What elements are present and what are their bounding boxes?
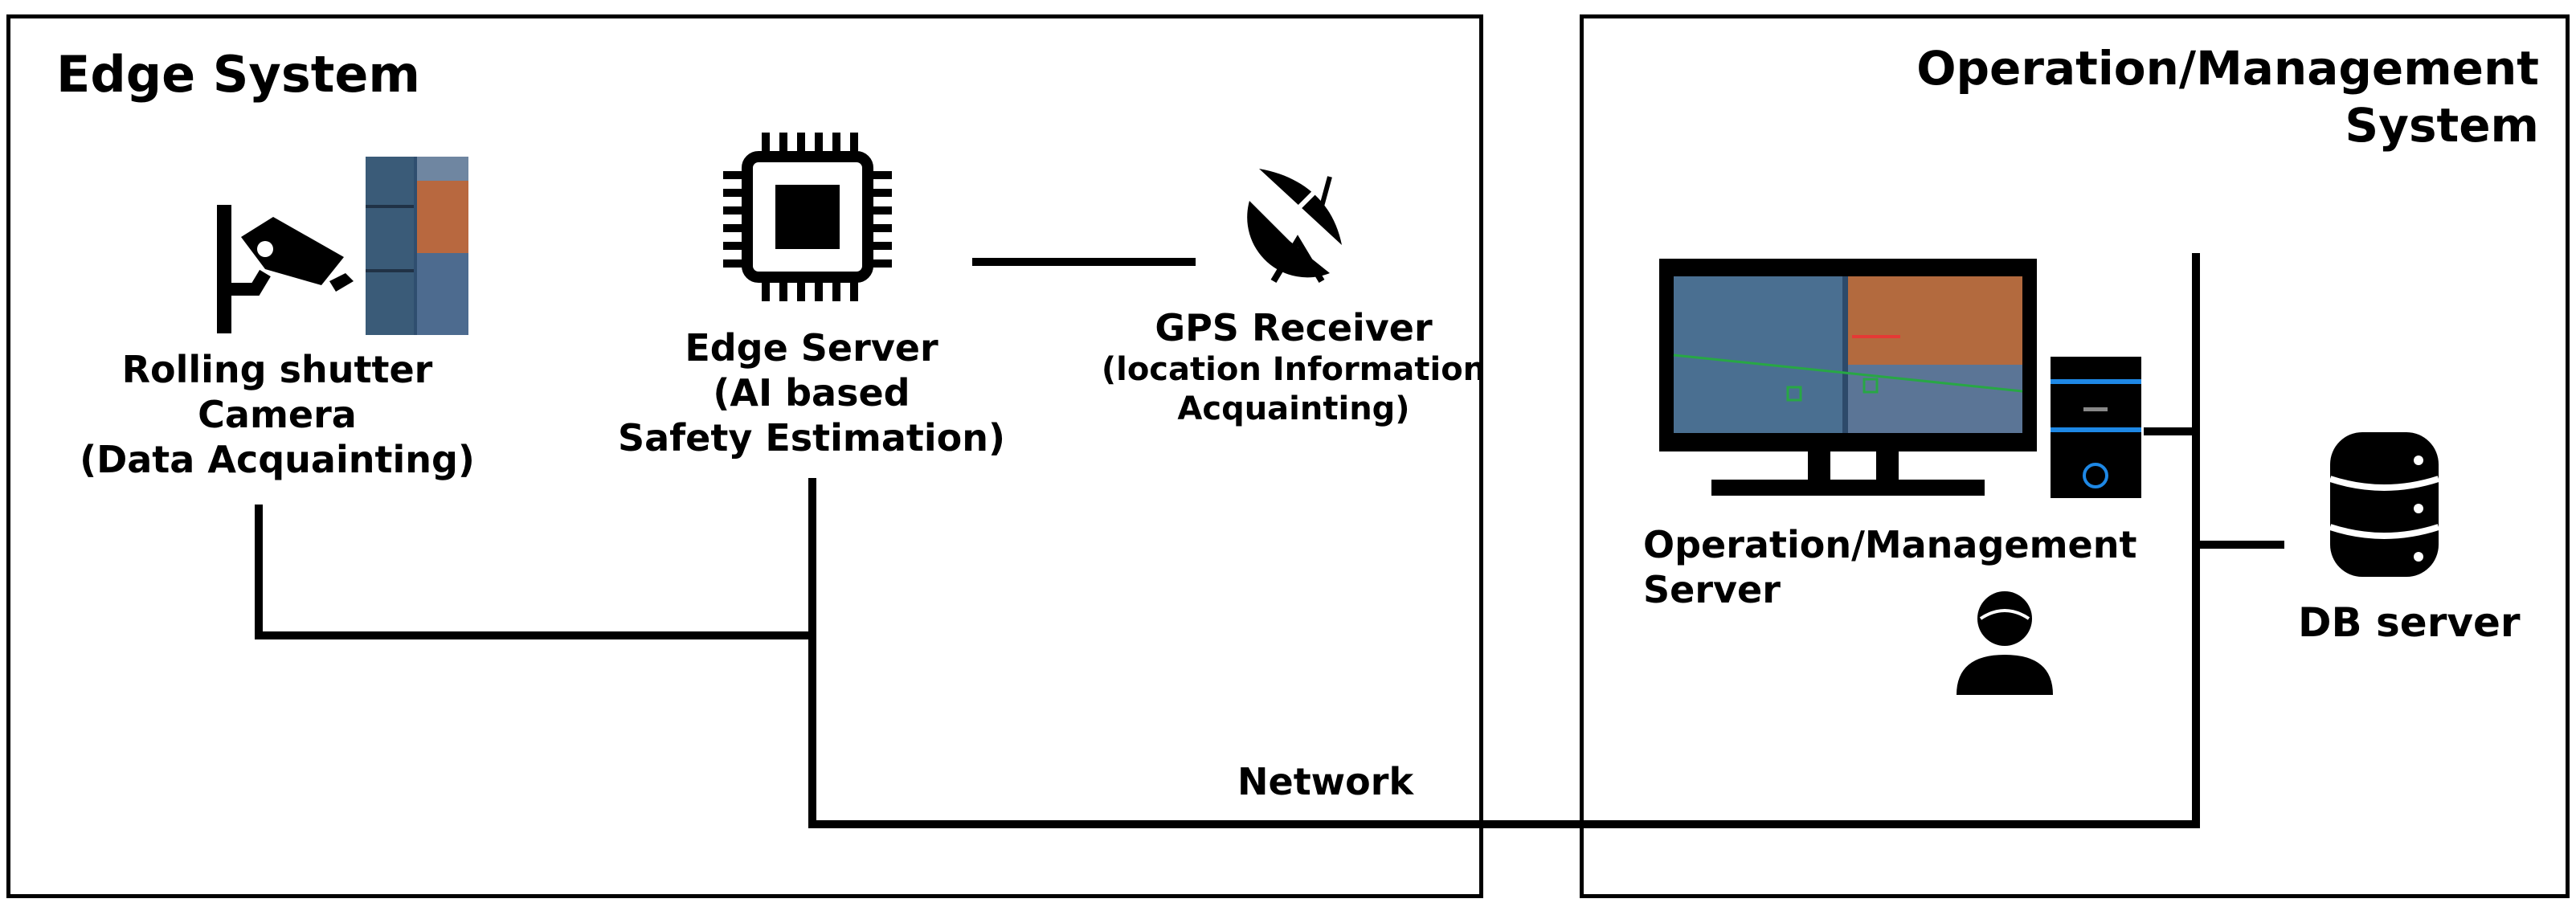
camera-label-line1: Rolling shutter xyxy=(121,348,433,391)
operation-server-label-line1: Operation/Management xyxy=(1643,523,2137,566)
operation-system-title-line2: System xyxy=(2345,97,2539,153)
gps-label-line2: (location Information xyxy=(1101,351,1486,389)
operation-system-title: Operation/Management System xyxy=(1872,40,2539,154)
camera-down-link xyxy=(255,505,263,639)
edge-system-title: Edge System xyxy=(56,45,421,104)
camera-to-server-link xyxy=(255,631,816,639)
edge-server-label-line2: (AI based xyxy=(713,371,910,415)
database-icon xyxy=(2329,432,2440,577)
network-backbone xyxy=(808,820,2200,828)
camera-label: Rolling shutter Camera (Data Acquainting… xyxy=(72,347,482,482)
db-link xyxy=(2196,541,2284,549)
monitor-pc-icon xyxy=(1659,259,2141,498)
edge-server-label: Edge Server (AI based Safety Estimation) xyxy=(611,325,1012,460)
container-photo xyxy=(366,157,468,335)
cpu-chip-icon xyxy=(723,133,892,301)
operation-system-frame xyxy=(1580,14,2570,898)
network-label: Network xyxy=(1237,760,1414,803)
gps-label: GPS Receiver (location Information Acqua… xyxy=(1069,305,1519,429)
edge-server-label-line3: Safety Estimation) xyxy=(617,416,1006,460)
edge-system-frame xyxy=(6,14,1483,898)
operation-system-title-line1: Operation/Management xyxy=(1916,41,2539,96)
camera-label-line2: Camera xyxy=(198,393,357,437)
gps-label-line3: Acquainting) xyxy=(1177,390,1410,427)
satellite-dish-icon xyxy=(1247,169,1342,284)
edge-server-down-link xyxy=(808,478,816,827)
operation-server-label-line2: Server xyxy=(1643,568,1781,612)
operation-server-label: Operation/Management Server xyxy=(1643,522,2136,612)
edge-gps-link xyxy=(972,258,1196,266)
cctv-camera-icon xyxy=(217,205,354,333)
gps-label-line1: GPS Receiver xyxy=(1155,306,1433,349)
edge-server-label-line1: Edge Server xyxy=(685,326,938,370)
pc-to-backbone-link xyxy=(2144,427,2196,435)
camera-label-line3: (Data Acquainting) xyxy=(80,438,475,482)
user-icon xyxy=(1957,591,2053,695)
db-server-label: DB server xyxy=(2298,599,2521,646)
